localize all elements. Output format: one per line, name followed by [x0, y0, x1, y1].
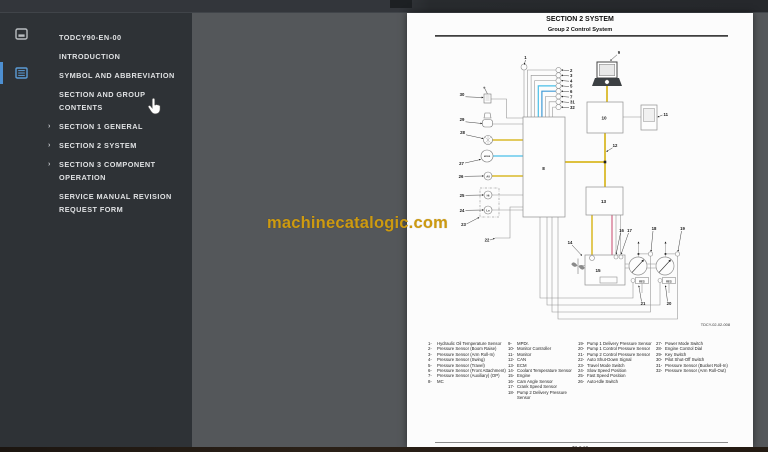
diagram-callout: 31 [570, 100, 575, 105]
travel-sensor-line [537, 85, 556, 117]
diagram-callout: 4 [570, 78, 573, 83]
cluster-signal-lines [527, 69, 556, 117]
diagram-callout: 32 [570, 105, 575, 110]
diagram-callout: 3 [570, 73, 573, 78]
power-mode-switch-symbol [480, 149, 494, 163]
active-tab-indicator [0, 62, 3, 84]
ecm-box [585, 186, 624, 216]
diagram-label: REG [666, 279, 672, 283]
diagram-callout: 27 [459, 161, 464, 166]
section-title: SECTION 2 SYSTEM [546, 16, 614, 23]
figure-id: TDCY-02-02-008 [701, 322, 730, 327]
mc-box [522, 116, 566, 218]
diagram-label: A/I [486, 174, 490, 178]
sidebar-item-section-2-system[interactable]: › SECTION 2 SYSTEM [48, 139, 184, 152]
diagram-callout: 19 [680, 226, 685, 231]
diagram-callout: 12 [613, 143, 618, 148]
diagram-callout: 2 [570, 68, 573, 73]
monitor-box [640, 104, 658, 131]
travel-mode-switch-symbol [479, 187, 500, 218]
diagram-callout: 5 [570, 84, 573, 89]
diagram-label: 10 [601, 116, 607, 121]
page-number: T2-2-10 [571, 444, 589, 448]
sidebar-item-symbol-and-abbreviation[interactable]: SYMBOL AND ABBREVIATION [59, 69, 184, 82]
diagram-label: 13 [601, 199, 607, 204]
front-attachment-sensor-line [541, 90, 556, 117]
diagram-callout: 16 [619, 228, 624, 233]
diagram-callout: 22 [485, 238, 490, 243]
pilot-shutoff-switch-symbol [483, 86, 492, 104]
diagram-callout: 6 [570, 89, 573, 94]
sensor-circles [520, 63, 680, 261]
diagram-label: Lo [486, 208, 490, 212]
sidebar-item-todcy90-en-00[interactable]: TODCY90-EN-00 [59, 31, 184, 44]
document-page: SECTION 2 SYSTEM Group 2 Control System [407, 13, 753, 447]
can-junction-dot [603, 160, 607, 164]
sidebar-item-label: SECTION 3 COMPONENT OPERATION [59, 160, 156, 182]
engine-control-dial-symbol [483, 135, 493, 145]
key-switch-symbol [482, 112, 493, 128]
sidebar-item-section-and-group-contents[interactable]: SECTION AND GROUP CONTENTS [59, 88, 184, 114]
sidebar-item-label: INTRODUCTION [59, 52, 121, 61]
sidebar-item-label: SECTION 1 GENERAL [59, 122, 143, 131]
chevron-right-icon: › [48, 123, 51, 130]
chevron-right-icon: › [48, 142, 51, 149]
bottom-strip [0, 447, 768, 452]
footer-rule [435, 442, 728, 443]
diagram-callout: 30 [460, 92, 465, 97]
sidebar-item-service-manual-revision-request-form[interactable]: SERVICE MANUAL REVISION REQUEST FORM [59, 190, 184, 216]
sidebar-item-label: SYMBOL AND ABBREVIATION [59, 71, 175, 80]
sidebar-item-label: TODCY90-EN-00 [59, 33, 122, 42]
laptop-icon [592, 61, 622, 86]
chevron-right-icon: › [48, 161, 51, 168]
sidebar-item-label: SECTION 2 SYSTEM [59, 141, 137, 150]
diagram-callout: 28 [460, 130, 465, 135]
group-subtitle: Group 2 Control System [547, 26, 613, 33]
diagram-callout: 7 [570, 94, 573, 99]
crank-cam-lines [615, 215, 621, 255]
auto-idle-switch-symbol [483, 171, 493, 181]
diagram-callout: 29 [460, 117, 465, 122]
control-system-diagram: TDCY-02-02-008 1234567313291112141617181… [459, 50, 730, 327]
left-sensor-lines [491, 98, 523, 239]
monitor-controller-box [586, 101, 624, 134]
diagram-callout: 18 [652, 226, 657, 231]
diagram-label: MODE [484, 156, 491, 158]
sidebar-item-section-3-component-operation[interactable]: › SECTION 3 COMPONENT OPERATION [48, 158, 184, 184]
diagram-callout: 14 [568, 240, 573, 245]
diagram-callout: 24 [460, 208, 465, 213]
diagram-callout: 1 [524, 55, 527, 60]
diagram-label: REG [639, 279, 645, 283]
sidebar-item-label: SECTION AND GROUP CONTENTS [59, 90, 146, 112]
diagram-callout: 17 [627, 228, 632, 233]
diagram-callout: 9 [618, 50, 621, 55]
header-rule [435, 34, 728, 37]
top-bar-handle [390, 0, 412, 8]
diagram-callout: 20 [667, 301, 672, 306]
diagram-callout: 25 [460, 193, 465, 198]
diagram-callout: 21 [641, 301, 646, 306]
sidebar-item-section-1-general[interactable]: › SECTION 1 GENERAL [48, 120, 184, 133]
pump-symbols [625, 256, 675, 276]
sidebar-item-label: SERVICE MANUAL REVISION REQUEST FORM [59, 192, 172, 214]
regulator-boxes [630, 277, 676, 284]
diagram-label: 15 [595, 268, 601, 273]
can-bus-lines [565, 86, 608, 187]
diagram-label: 8 [542, 166, 545, 171]
top-bar [0, 0, 768, 13]
fan-symbol [571, 258, 585, 274]
thumbnails-icon[interactable] [15, 27, 28, 40]
outline-icon[interactable] [15, 66, 28, 79]
diagram-callout: 26 [459, 174, 464, 179]
diagram-callout: 11 [664, 112, 669, 117]
mouse-cursor-hand [147, 97, 161, 120]
diagram-callout: 23 [461, 222, 466, 227]
watermark: machinecatalogic.com [267, 214, 448, 232]
diagram-label: Hi [487, 193, 490, 197]
sidebar-item-introduction[interactable]: INTRODUCTION [59, 50, 184, 63]
